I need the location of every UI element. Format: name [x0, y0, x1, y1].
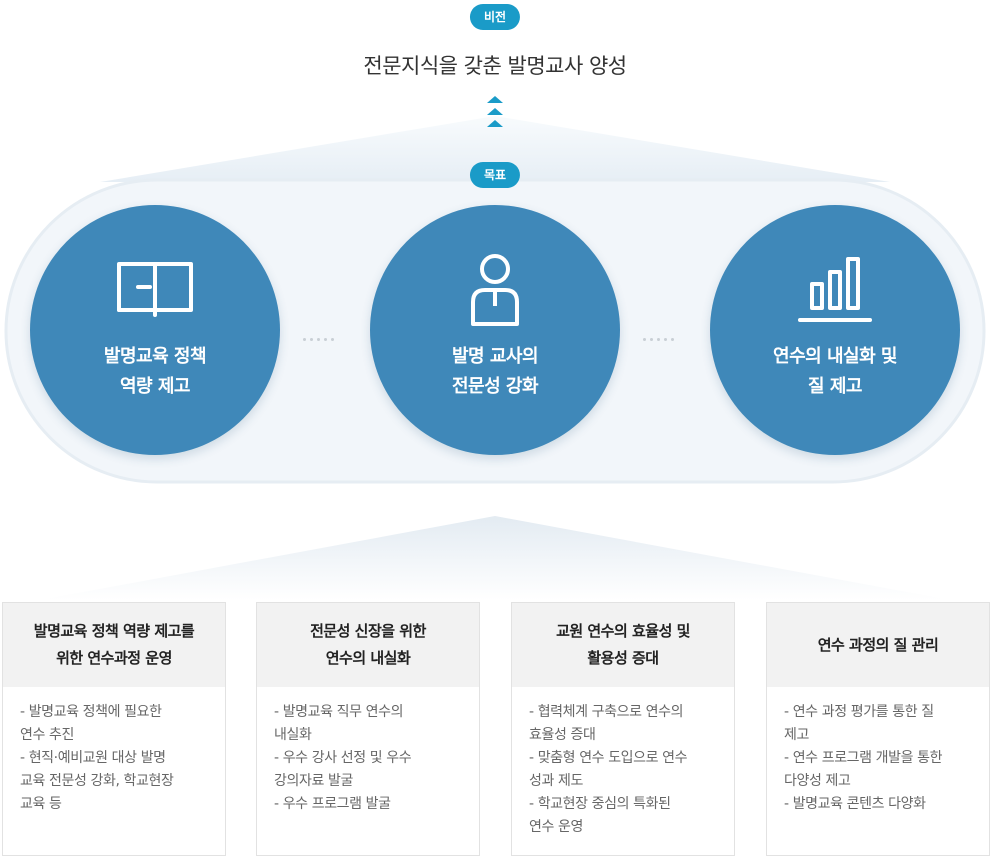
task-detail-list: - 연수 과정 평가를 통한 질 제고 - 연수 프로그램 개발을 통한 다양성…	[767, 687, 989, 816]
task-detail-line: - 학교현장 중심의 특화된	[529, 796, 671, 812]
vision-statement: 전문지식을 갖춘 발명교사 양성	[363, 54, 627, 78]
task-detail-line: 효율성 증대	[529, 727, 596, 743]
task-detail-line: 성과 제도	[529, 773, 583, 789]
task-detail-line: 강의자료 발굴	[274, 773, 353, 789]
goal-badge: 목표	[469, 162, 521, 188]
task-detail-line: - 현직·예비교원 대상 발명	[20, 750, 166, 766]
goal-label-line: 역량 제고	[119, 376, 191, 397]
task-title-line: 연수 과정의 질 관리	[817, 635, 939, 654]
task-title-line: 연수의 내실화	[325, 649, 411, 667]
task-detail-line: - 발명교육 콘텐츠 다양화	[784, 796, 926, 812]
goal-circle-teacher: 발명 교사의 전문성 강화	[370, 205, 620, 455]
task-box-expertise: 전문성 신장을 위한 연수의 내실화 - 발명교육 직무 연수의 내실화 - 우…	[256, 602, 480, 856]
upward-fan	[100, 116, 890, 182]
task-detail-line: 내실화	[274, 727, 312, 743]
task-detail-line: - 우수 강사 선정 및 우수	[274, 750, 412, 766]
task-detail-line: 연수 운영	[529, 819, 583, 835]
task-detail-line: - 맞춤형 연수 도입으로 연수	[529, 750, 688, 766]
dotted-connector	[643, 326, 678, 345]
task-detail-line: - 우수 프로그램 발굴	[274, 796, 391, 812]
task-title: 교원 연수의 효율성 및 활용성 증대	[512, 603, 734, 687]
goal-label-line: 전문성 강화	[451, 376, 539, 397]
goal-label-line: 발명교육 정책	[103, 346, 207, 367]
task-detail-line: 제고	[784, 727, 809, 743]
task-box-efficiency: 교원 연수의 효율성 및 활용성 증대 - 협력체계 구축으로 연수의 효율성 …	[511, 602, 735, 856]
user-icon	[471, 254, 519, 326]
dotted-connector	[303, 326, 338, 345]
task-detail-list: - 발명교육 직무 연수의 내실화 - 우수 강사 선정 및 우수 강의자료 발…	[257, 687, 479, 816]
task-title-line: 전문성 신장을 위한	[310, 622, 426, 640]
task-title-line: 위한 연수과정 운영	[56, 649, 172, 667]
task-detail-line: - 연수 과정 평가를 통한 질	[784, 704, 934, 720]
task-detail-line: - 발명교육 정책에 필요한	[20, 704, 162, 720]
task-detail-line: 교육 전문성 강화, 학교현장	[20, 773, 174, 789]
task-detail-list: - 협력체계 구축으로 연수의 효율성 증대 - 맞춤형 연수 도입으로 연수 …	[512, 687, 734, 839]
task-detail-line: 연수 추진	[20, 727, 74, 743]
bar-chart-icon	[798, 257, 872, 322]
task-title: 전문성 신장을 위한 연수의 내실화	[257, 603, 479, 687]
task-box-quality: 연수 과정의 질 관리 - 연수 과정 평가를 통한 질 제고 - 연수 프로그…	[766, 602, 990, 856]
goal-label-line: 질 제고	[808, 376, 862, 397]
task-title-line: 교원 연수의 효율성 및	[556, 622, 690, 640]
task-detail-line: - 협력체계 구축으로 연수의	[529, 704, 684, 720]
goal-circle-policy: 발명교육 정책 역량 제고	[30, 205, 280, 455]
up-arrows-icon	[487, 96, 503, 127]
task-detail-line: - 연수 프로그램 개발을 통한	[784, 750, 943, 766]
task-detail-line: 다양성 제고	[784, 773, 851, 789]
task-detail-line: - 발명교육 직무 연수의	[274, 704, 404, 720]
book-icon	[117, 262, 193, 317]
task-title-line: 발명교육 정책 역량 제고를	[33, 622, 195, 640]
task-box-policy: 발명교육 정책 역량 제고를 위한 연수과정 운영 - 발명교육 정책에 필요한…	[2, 602, 226, 856]
goal-label-line: 발명 교사의	[451, 346, 539, 367]
task-title-line: 활용성 증대	[587, 649, 659, 667]
vision-badge: 비전	[469, 4, 521, 30]
task-title: 발명교육 정책 역량 제고를 위한 연수과정 운영	[3, 603, 225, 687]
goal-circle-training: 연수의 내실화 및 질 제고	[710, 205, 960, 455]
downward-fan	[40, 516, 950, 600]
task-title: 연수 과정의 질 관리	[767, 603, 989, 687]
task-detail-list: - 발명교육 정책에 필요한 연수 추진 - 현직·예비교원 대상 발명 교육 …	[3, 687, 225, 816]
task-detail-line: 교육 등	[20, 796, 62, 812]
goal-label-line: 연수의 내실화 및	[773, 346, 897, 367]
